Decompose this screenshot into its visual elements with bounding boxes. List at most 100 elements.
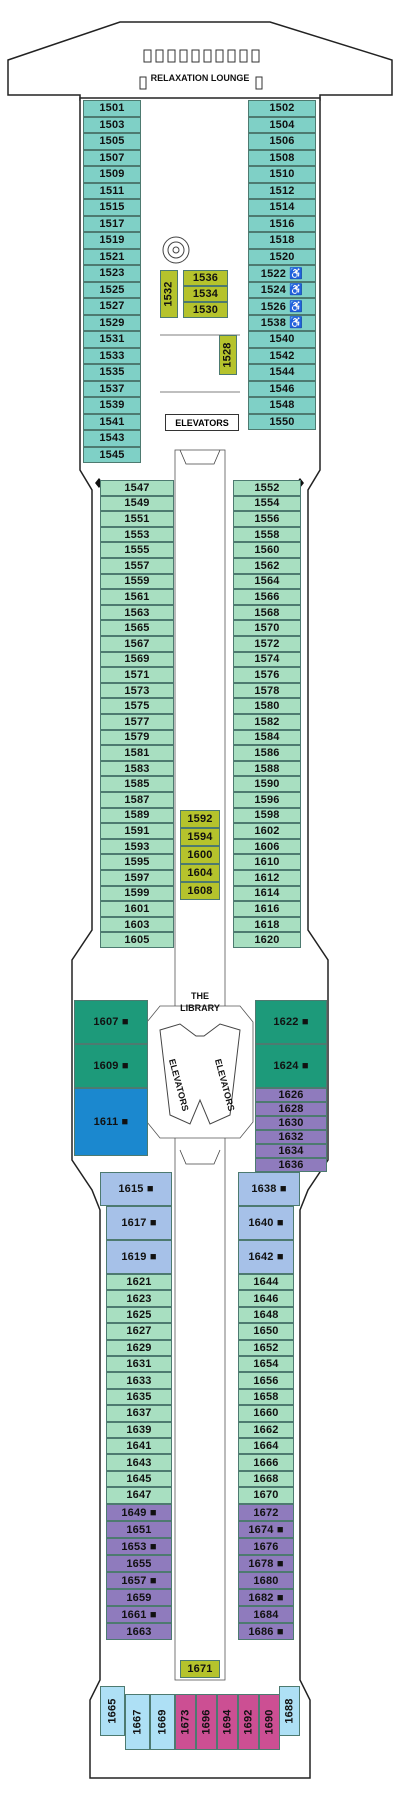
- cabin-1656[interactable]: 1656: [238, 1372, 294, 1389]
- cabin-1645[interactable]: 1645: [106, 1470, 172, 1488]
- cabin-1585[interactable]: 1585: [100, 776, 174, 792]
- cabin-1516[interactable]: 1516: [248, 215, 316, 232]
- cabin-1594[interactable]: 1594: [180, 828, 220, 846]
- cabin-1659[interactable]: 1659: [106, 1589, 172, 1606]
- cabin-1587[interactable]: 1587: [100, 792, 174, 808]
- cabin-1559[interactable]: 1559: [100, 573, 174, 590]
- cabin-1607[interactable]: 1607 ■: [74, 1000, 148, 1044]
- cabin-1565[interactable]: 1565: [100, 620, 174, 636]
- cabin-1597[interactable]: 1597: [100, 870, 174, 886]
- cabin-1604[interactable]: 1604: [180, 864, 220, 882]
- cabin-1630[interactable]: 1630: [255, 1116, 327, 1130]
- cabin-1623[interactable]: 1623: [106, 1290, 172, 1307]
- cabin-1573[interactable]: 1573: [100, 682, 174, 699]
- cabin-1624[interactable]: 1624 ■: [255, 1044, 327, 1088]
- cabin-1541[interactable]: 1541: [83, 413, 141, 430]
- cabin-1660[interactable]: 1660: [238, 1405, 294, 1422]
- cabin-1666[interactable]: 1666: [238, 1454, 294, 1471]
- cabin-1603[interactable]: 1603: [100, 916, 174, 933]
- cabin-1591[interactable]: 1591: [100, 823, 174, 839]
- cabin-1661[interactable]: 1661 ■: [106, 1606, 172, 1623]
- cabin-1524[interactable]: 1524 ♿: [248, 281, 316, 298]
- cabin-1657[interactable]: 1657 ■: [106, 1572, 172, 1589]
- cabin-1581[interactable]: 1581: [100, 745, 174, 761]
- cabin-1531[interactable]: 1531: [83, 331, 141, 348]
- cabin-1634[interactable]: 1634: [255, 1144, 327, 1158]
- cabin-1518[interactable]: 1518: [248, 232, 316, 249]
- cabin-1575[interactable]: 1575: [100, 698, 174, 714]
- cabin-1678[interactable]: 1678 ■: [238, 1555, 294, 1572]
- cabin-1652[interactable]: 1652: [238, 1339, 294, 1356]
- cabin-1692[interactable]: 1692: [238, 1694, 259, 1750]
- cabin-1533[interactable]: 1533: [83, 347, 141, 364]
- cabin-1602[interactable]: 1602: [233, 823, 301, 839]
- cabin-1576[interactable]: 1576: [233, 667, 301, 683]
- cabin-1663[interactable]: 1663: [106, 1623, 172, 1640]
- cabin-1667[interactable]: 1667: [125, 1694, 150, 1750]
- cabin-1618[interactable]: 1618: [233, 916, 301, 933]
- cabin-1566[interactable]: 1566: [233, 589, 301, 605]
- cabin-1527[interactable]: 1527: [83, 298, 141, 315]
- cabin-1572[interactable]: 1572: [233, 636, 301, 652]
- cabin-1601[interactable]: 1601: [100, 901, 174, 917]
- cabin-1526[interactable]: 1526 ♿: [248, 298, 316, 315]
- cabin-1586[interactable]: 1586: [233, 745, 301, 761]
- cabin-1662[interactable]: 1662: [238, 1421, 294, 1438]
- cabin-1543[interactable]: 1543: [83, 430, 141, 447]
- cabin-1688[interactable]: 1688: [279, 1686, 300, 1736]
- cabin-1517[interactable]: 1517: [83, 215, 141, 232]
- cabin-1651[interactable]: 1651: [106, 1521, 172, 1538]
- cabin-1554[interactable]: 1554: [233, 495, 301, 512]
- cabin-1673[interactable]: 1673: [175, 1694, 196, 1750]
- cabin-1674[interactable]: 1674 ■: [238, 1521, 294, 1538]
- cabin-1676[interactable]: 1676: [238, 1538, 294, 1555]
- cabin-1501[interactable]: 1501: [83, 100, 141, 117]
- cabin-1628[interactable]: 1628: [255, 1102, 327, 1116]
- cabin-1610[interactable]: 1610: [233, 854, 301, 870]
- cabin-1680[interactable]: 1680: [238, 1572, 294, 1589]
- cabin-1535[interactable]: 1535: [83, 364, 141, 381]
- cabin-1635[interactable]: 1635: [106, 1388, 172, 1406]
- cabin-1639[interactable]: 1639: [106, 1421, 172, 1438]
- cabin-1519[interactable]: 1519: [83, 232, 141, 249]
- cabin-1521[interactable]: 1521: [83, 248, 141, 265]
- cabin-1684[interactable]: 1684: [238, 1606, 294, 1623]
- cabin-1690[interactable]: 1690: [259, 1694, 280, 1750]
- cabin-1564[interactable]: 1564: [233, 573, 301, 590]
- cabin-1567[interactable]: 1567: [100, 636, 174, 652]
- cabin-1696[interactable]: 1696: [196, 1694, 217, 1750]
- cabin-1562[interactable]: 1562: [233, 558, 301, 574]
- cabin-1592[interactable]: 1592: [180, 810, 220, 828]
- cabin-1636[interactable]: 1636: [255, 1158, 327, 1172]
- cabin-1638[interactable]: 1638 ■: [238, 1172, 300, 1206]
- cabin-1520[interactable]: 1520: [248, 248, 316, 265]
- cabin-1536[interactable]: 1536: [183, 270, 228, 286]
- cabin-1548[interactable]: 1548: [248, 397, 316, 414]
- cabin-1621[interactable]: 1621: [106, 1274, 172, 1291]
- cabin-1646[interactable]: 1646: [238, 1290, 294, 1307]
- cabin-1537[interactable]: 1537: [83, 380, 141, 397]
- cabin-1599[interactable]: 1599: [100, 885, 174, 902]
- cabin-1614[interactable]: 1614: [233, 885, 301, 902]
- cabin-1686[interactable]: 1686 ■: [238, 1623, 294, 1640]
- cabin-1515[interactable]: 1515: [83, 199, 141, 216]
- cabin-1694[interactable]: 1694: [217, 1694, 238, 1750]
- cabin-1606[interactable]: 1606: [233, 838, 301, 855]
- cabin-1546[interactable]: 1546: [248, 380, 316, 397]
- cabin-1595[interactable]: 1595: [100, 854, 174, 870]
- cabin-1625[interactable]: 1625: [106, 1306, 172, 1324]
- cabin-1550[interactable]: 1550: [248, 413, 316, 430]
- cabin-1609[interactable]: 1609 ■: [74, 1044, 148, 1088]
- cabin-1600[interactable]: 1600: [180, 846, 220, 864]
- cabin-1631[interactable]: 1631: [106, 1356, 172, 1373]
- cabin-1525[interactable]: 1525: [83, 281, 141, 298]
- cabin-1510[interactable]: 1510: [248, 166, 316, 183]
- cabin-1563[interactable]: 1563: [100, 604, 174, 621]
- cabin-1530[interactable]: 1530: [183, 302, 228, 318]
- cabin-1593[interactable]: 1593: [100, 838, 174, 855]
- cabin-1619[interactable]: 1619 ■: [106, 1240, 172, 1274]
- cabin-1598[interactable]: 1598: [233, 807, 301, 824]
- cabin-1577[interactable]: 1577: [100, 714, 174, 730]
- cabin-1568[interactable]: 1568: [233, 604, 301, 621]
- cabin-1529[interactable]: 1529: [83, 314, 141, 331]
